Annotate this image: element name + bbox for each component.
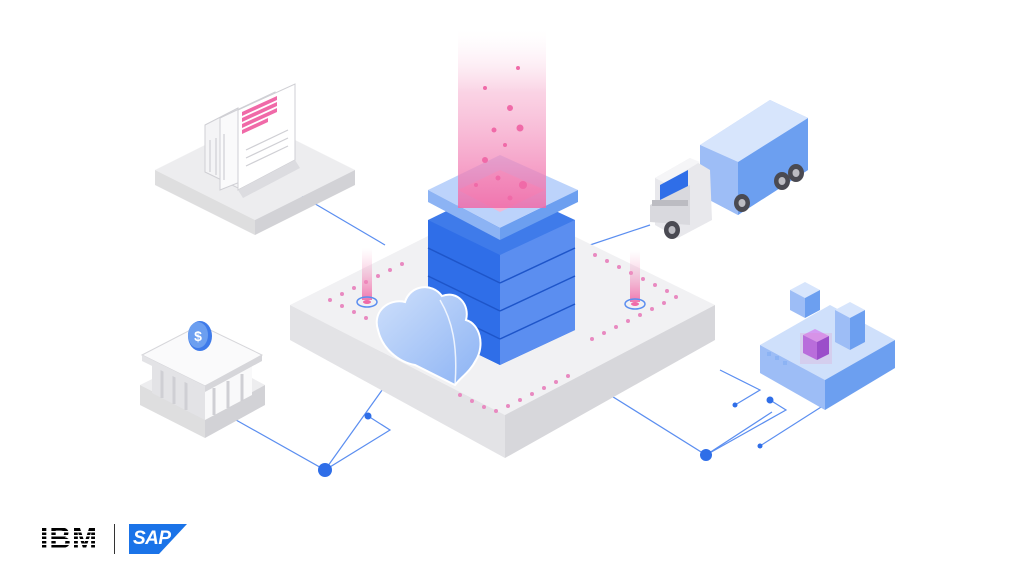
dollar-sign: $	[194, 328, 202, 344]
connector-dot-bank	[318, 463, 332, 477]
sap-logo: SAP	[129, 524, 187, 554]
ibm-logo: IBM	[40, 522, 98, 555]
beacon-left	[356, 248, 378, 308]
container-blocks-icon	[760, 282, 895, 410]
sap-logo-text: SAP	[133, 528, 171, 549]
beacon-right	[624, 250, 646, 310]
connector-dot-bank-small	[364, 412, 372, 420]
data-beam	[458, 30, 546, 208]
connector-dot-container-small-2	[732, 402, 738, 408]
connector-dot-container-small	[766, 396, 774, 404]
document-icon	[155, 83, 355, 235]
connector-dot-container-small-3	[757, 443, 763, 449]
connector-bank	[235, 415, 392, 471]
logo-divider	[114, 524, 115, 554]
truck-icon	[650, 100, 808, 239]
bank-icon: $	[140, 321, 265, 438]
connector-dot-container	[700, 449, 712, 461]
cloud-icon	[375, 286, 482, 387]
brand-logos: IBM SAP	[40, 522, 187, 556]
connector-container-2	[705, 399, 788, 456]
connector-container-4	[719, 369, 762, 406]
